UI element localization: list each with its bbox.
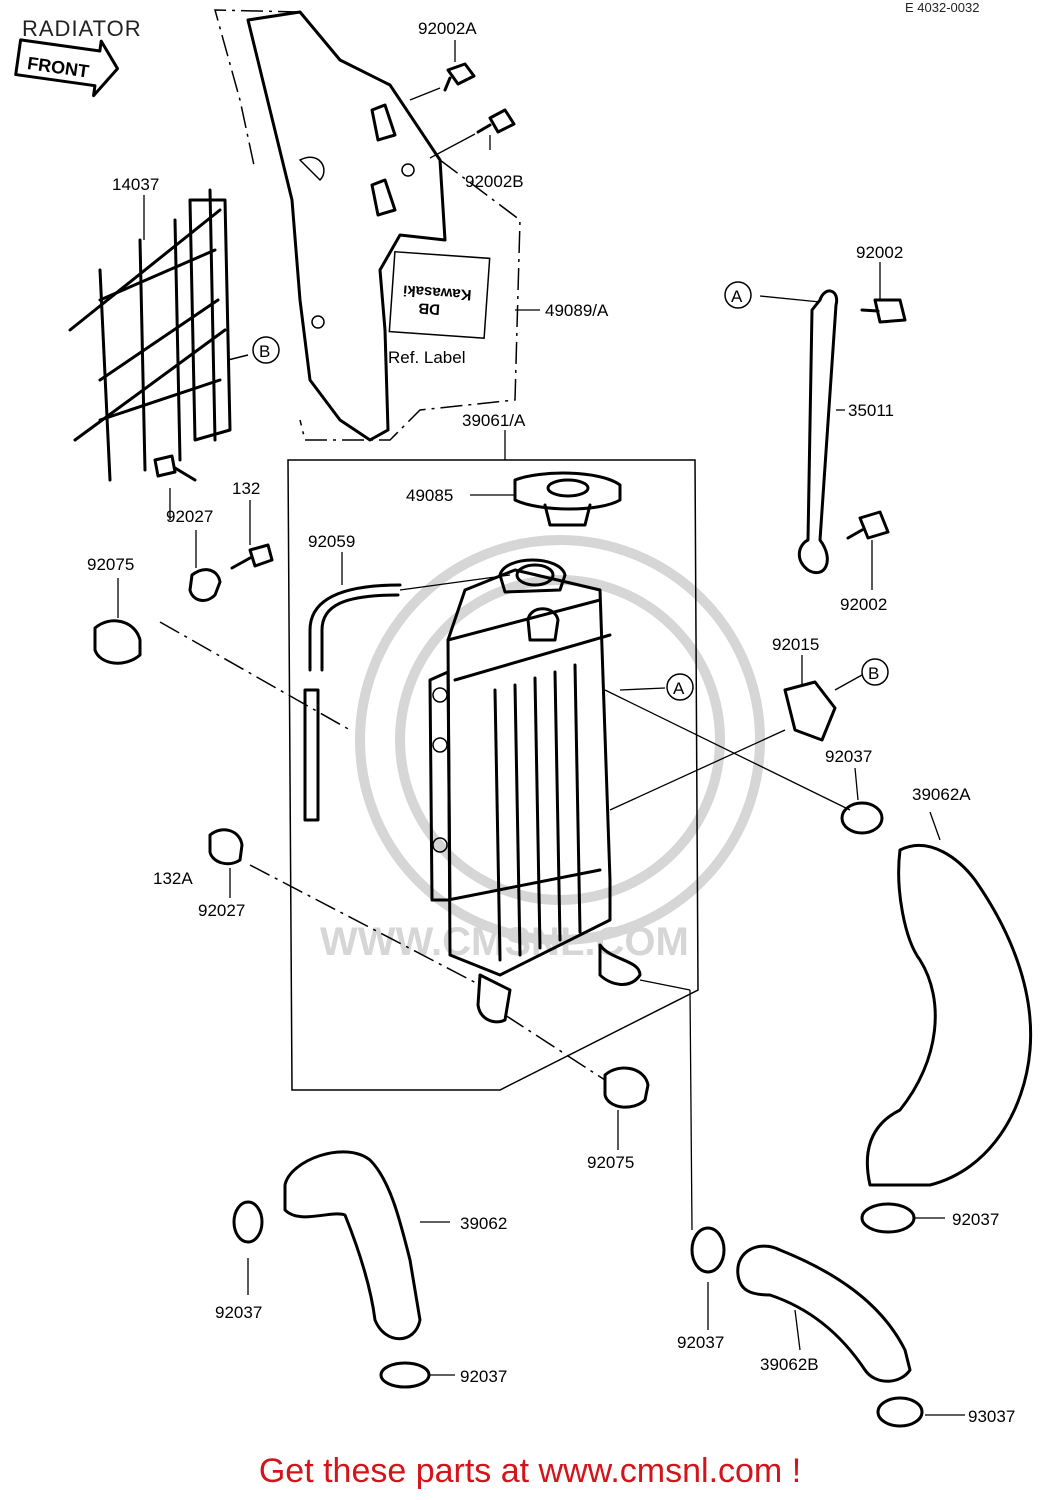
part-label-92002-top: 92002 [856, 243, 903, 262]
part-label-39061A: 39061/A [462, 411, 526, 430]
footer-promo: Get these parts at www.cmsnl.com ! [0, 1452, 1060, 1491]
part-label-49089A: 49089/A [545, 301, 609, 320]
part-label-92002-bottom: 92002 [840, 595, 887, 614]
svg-text:A: A [731, 287, 743, 306]
part-label-92027-top: 92027 [166, 507, 213, 526]
screw-92002B [429, 108, 516, 159]
part-label-92002A: 92002A [418, 19, 477, 38]
footer-suffix: ! [782, 1452, 802, 1490]
part-label-39062B: 39062B [760, 1355, 819, 1374]
svg-text:B: B [868, 664, 879, 683]
clamp-92037-lower-left [379, 1361, 455, 1389]
callout-a-right: A [666, 673, 694, 701]
diagram-title: RADIATOR [22, 16, 142, 41]
part-label-92037-lower-left: 92037 [460, 1367, 507, 1386]
part-label-132A: 132A [153, 869, 193, 888]
hose-39062B [736, 1244, 912, 1383]
bolt-132A [153, 454, 197, 520]
radiator-shroud: Kawasaki DB [214, 9, 521, 442]
bracket-92015 [783, 655, 863, 742]
part-label-92037-left: 92037 [215, 1303, 262, 1322]
overflow-tube [303, 552, 511, 822]
callout-b-right: B [861, 658, 889, 686]
watermark-text: WWW.CMSNL.COM [320, 920, 689, 964]
part-label-92037-mid: 92037 [825, 747, 872, 766]
part-label-92075-left: 92075 [87, 555, 134, 574]
svg-text:A: A [673, 679, 685, 698]
part-label-92075-bottom: 92075 [587, 1153, 634, 1172]
part-label-92015: 92015 [772, 635, 819, 654]
clamp-92037-center [690, 1226, 726, 1330]
bolt-132 [230, 500, 274, 570]
part-label-49085: 49085 [406, 486, 453, 505]
part-label-92027-bottom: 92027 [198, 901, 245, 920]
front-arrow: FRONT [14, 38, 120, 98]
part-label-92059: 92059 [308, 532, 355, 551]
drawing-code: E 4032-0032 [905, 0, 980, 15]
hose-39062A [865, 811, 1033, 1187]
grommet-92075-left [93, 578, 142, 665]
watermark-logo: WWW.CMSNL.COM [320, 535, 765, 964]
part-label-132: 132 [232, 479, 260, 498]
clamp-92037-right-top [860, 1202, 945, 1234]
part-label-35011: 35011 [848, 401, 894, 420]
part-label-14037: 14037 [112, 175, 159, 194]
part-label-92037-center: 92037 [677, 1333, 724, 1352]
callout-b-left: B [252, 336, 280, 364]
collar-92027-bottom [208, 828, 244, 898]
part-label-93037: 93037 [968, 1407, 1015, 1426]
radiator-stay [759, 289, 839, 575]
collar-92027-top [188, 530, 222, 602]
clamp-92037-mid [840, 767, 884, 835]
part-label-92037-right-top: 92037 [952, 1210, 999, 1229]
label-brand: Kawasaki [403, 281, 472, 303]
screw-92002A [409, 62, 476, 101]
footer-prefix: Get these parts at [258, 1452, 539, 1490]
radiator-grille [68, 188, 232, 482]
footer-link[interactable]: www.cmsnl.com [538, 1452, 783, 1490]
radiator-cap [470, 471, 622, 527]
part-label-92002B: 92002B [465, 172, 524, 191]
part-label-39062A: 39062A [912, 785, 971, 804]
label-code: DB [418, 299, 441, 317]
grommet-92075-bottom [603, 1066, 650, 1150]
ref-label-text: Ref. Label [388, 348, 466, 367]
part-label-39062: 39062 [460, 1214, 507, 1233]
clamp-93037 [876, 1396, 965, 1428]
callout-a-top: A [724, 281, 752, 309]
hose-39062 [283, 1150, 450, 1341]
bolt-92002-top [860, 262, 907, 324]
svg-text:B: B [259, 342, 270, 361]
bolt-92002-bottom [846, 510, 890, 590]
clamp-92037-left [232, 1200, 264, 1295]
radiator-core [428, 558, 642, 1024]
